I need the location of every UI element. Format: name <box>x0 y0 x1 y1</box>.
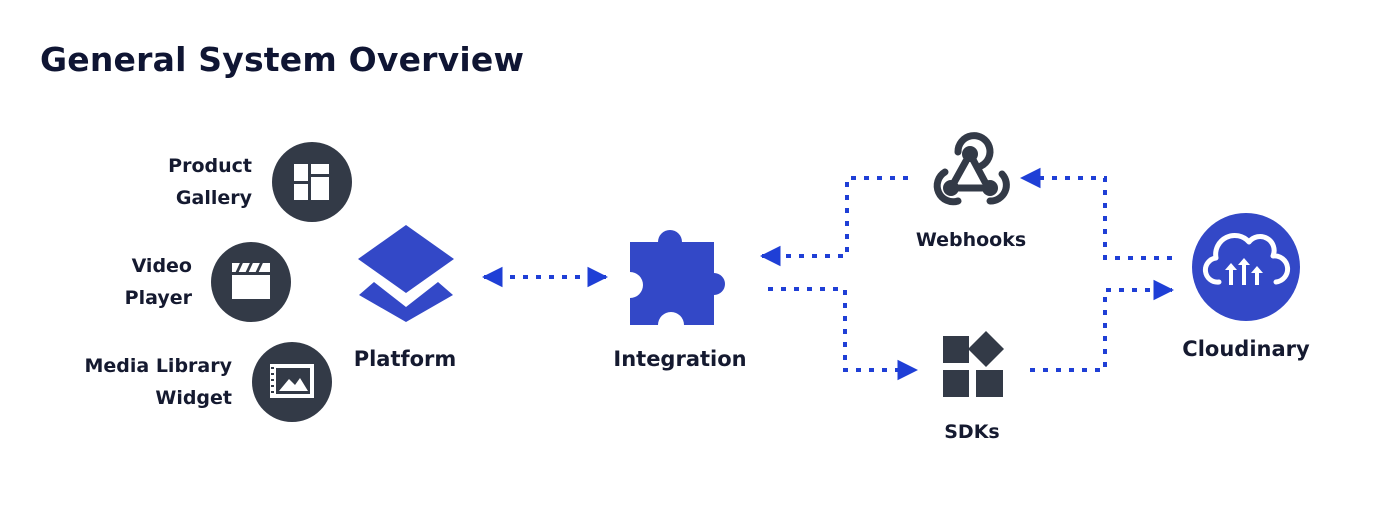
cloudinary-label: Cloudinary <box>1182 337 1310 361</box>
connectors <box>481 167 1175 381</box>
media-library-widget-label-line1: Media Library <box>84 355 232 377</box>
media-library-widget-label-line2: Widget <box>155 387 232 409</box>
video-player-label-line2: Player <box>124 287 192 309</box>
platform-label: Platform <box>353 347 457 371</box>
sdks-cloudinary-connector <box>1030 279 1175 372</box>
video-player-label: Video Player <box>125 250 192 314</box>
layers-icon <box>358 225 454 322</box>
sdks-icon <box>943 331 1004 397</box>
product-gallery-label-line1: Product <box>168 155 252 177</box>
puzzle-icon <box>630 230 725 325</box>
webhooks-integration-connector <box>759 176 908 267</box>
integration-label: Integration <box>613 347 747 371</box>
product-gallery-label: Product Gallery <box>168 150 252 214</box>
media-library-widget-label: Media Library Widget <box>84 350 232 414</box>
media-library-icon <box>252 342 332 422</box>
product-gallery-label-line2: Gallery <box>175 187 252 209</box>
webhooks-icon <box>933 132 1010 206</box>
webhooks-label: Webhooks <box>915 229 1027 251</box>
cloudinary-webhooks-connector <box>1019 167 1172 260</box>
video-player-icon <box>211 242 291 322</box>
product-gallery-icon <box>272 142 352 222</box>
integration-sdks-connector <box>768 287 919 381</box>
sdks-label: SDKs <box>944 421 1000 443</box>
cloudinary-cloud-icon <box>1192 213 1300 321</box>
video-player-label-line1: Video <box>131 255 192 277</box>
page-title: General System Overview <box>40 40 525 79</box>
